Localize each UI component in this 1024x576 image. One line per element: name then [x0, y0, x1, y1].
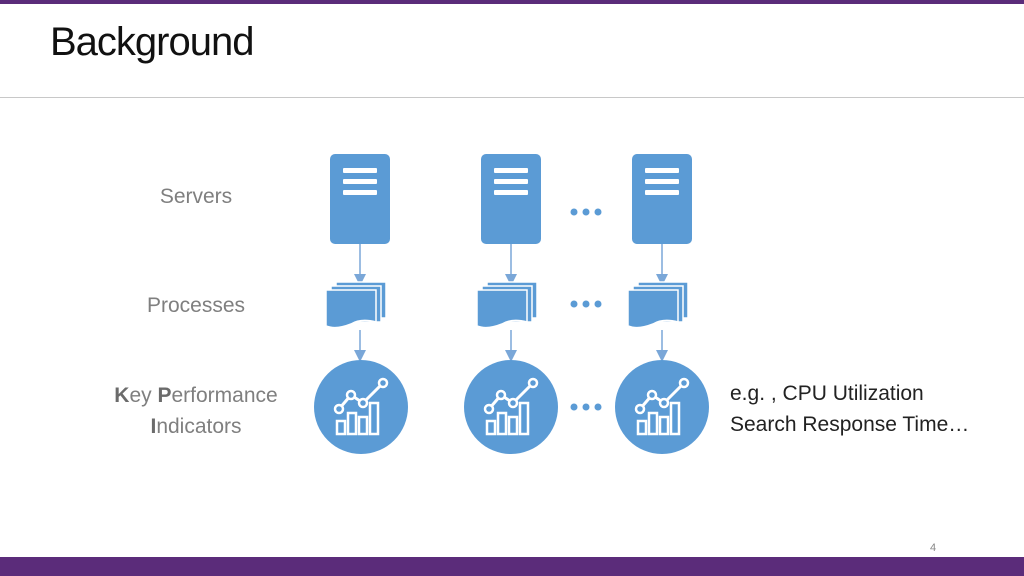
kpi-example-text: e.g. , CPU Utilization Search Response T…: [730, 378, 969, 440]
kpi-label-k: K: [114, 384, 130, 407]
kpi-label-k-rest: ey: [129, 384, 158, 407]
ellipsis-icon: [570, 403, 602, 411]
server-icon: [481, 154, 541, 244]
top-accent-bar: [0, 0, 1024, 4]
servers-label: Servers: [159, 185, 233, 208]
process-stack-icon: [627, 281, 689, 329]
kpi-label: Key Performance Indicators: [86, 380, 306, 442]
kpi-chart-icon: [462, 358, 560, 456]
example-line-2: Search Response Time…: [730, 413, 970, 436]
kpi-label-p-rest: erformance: [171, 384, 278, 407]
kpi-label-p: P: [157, 384, 172, 407]
bottom-accent-bar: [0, 557, 1024, 576]
kpi-label-i: I: [150, 415, 157, 438]
kpi-label-i-rest: ndicators: [156, 415, 242, 438]
ellipsis-icon: [570, 300, 602, 308]
kpi-chart-icon: [613, 358, 711, 456]
example-line-1: e.g. , CPU Utilization: [730, 382, 924, 405]
page-number: 4: [930, 542, 937, 554]
title-divider: [0, 97, 1024, 98]
processes-label: Processes: [146, 294, 246, 317]
page-title: Background: [50, 20, 254, 64]
server-icon: [330, 154, 390, 244]
ellipsis-icon: [570, 208, 602, 216]
process-stack-icon: [325, 281, 387, 329]
kpi-chart-icon: [312, 358, 410, 456]
server-icon: [632, 154, 692, 244]
process-stack-icon: [476, 281, 538, 329]
